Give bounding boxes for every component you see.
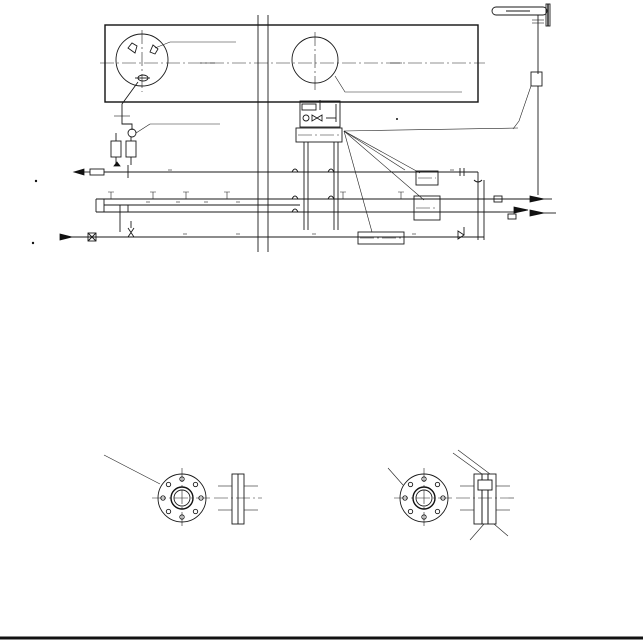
left-vessel-nozzle-b <box>149 44 159 55</box>
right-vessel <box>291 32 462 93</box>
left-vessel <box>115 30 236 92</box>
flange-detail-left <box>103 454 262 528</box>
vent-gauge <box>530 71 543 87</box>
pump-box-left <box>110 140 122 158</box>
pump-symbol <box>127 128 137 138</box>
left-vessel-nozzle-a <box>127 42 138 54</box>
filter-unit-lower <box>413 195 441 221</box>
foundation-frame <box>104 24 479 103</box>
flange-bolt-holes-right <box>402 476 446 520</box>
vent-pipe <box>491 3 551 195</box>
tee-branches <box>108 191 404 203</box>
flange-bolt-holes <box>160 476 204 520</box>
manifold-box <box>295 127 343 143</box>
pump-box-right <box>125 140 137 158</box>
filter-unit-upper <box>415 170 439 186</box>
piping-schematic <box>31 3 556 252</box>
flange-detail-right <box>387 449 514 541</box>
filter-unit-bottom <box>357 231 405 245</box>
